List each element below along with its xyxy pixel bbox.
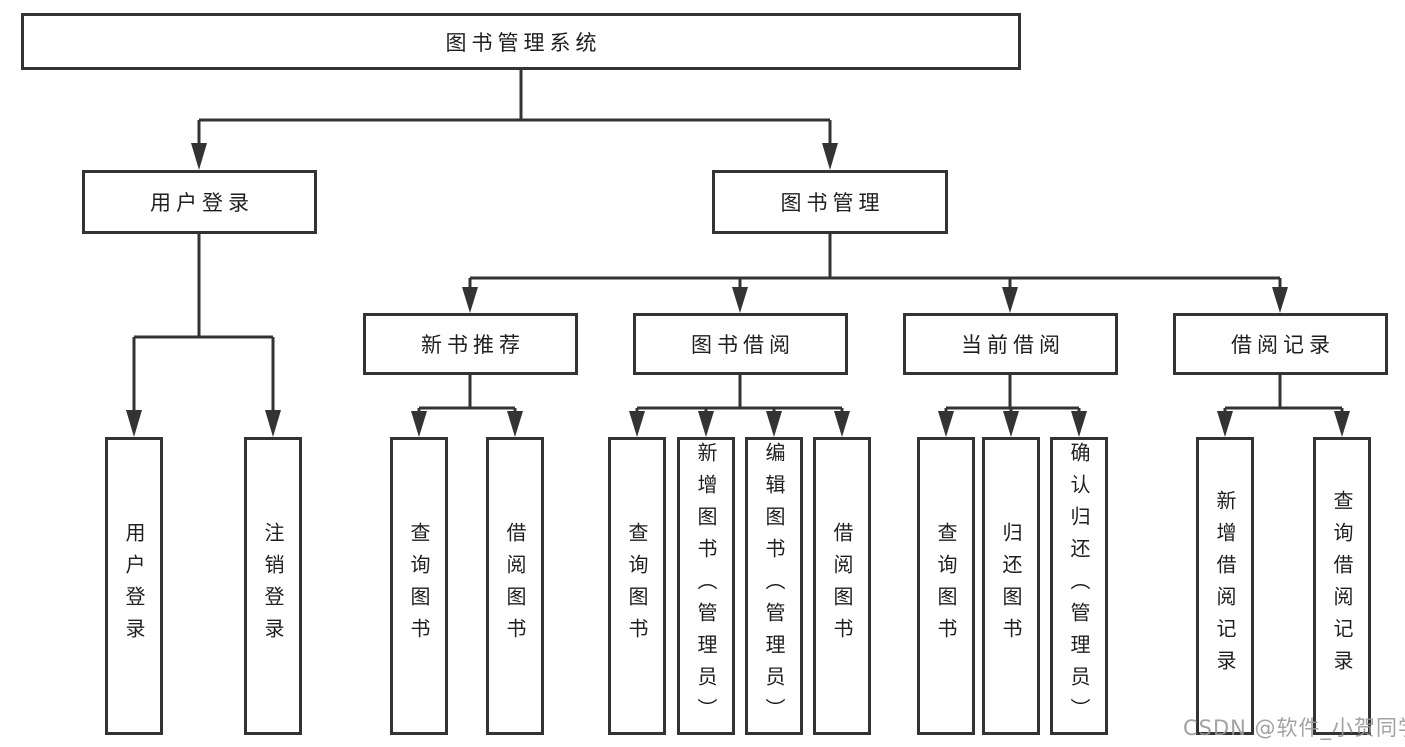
csdn-watermark: CSDN @软件_小贺同学: [1183, 716, 1405, 740]
leaf-logout-login-label: 注销登录: [261, 522, 285, 650]
node-current-borrow-label: 当前借阅: [961, 333, 1065, 357]
leaf-query-books-borrow-label: 查询图书: [625, 522, 649, 650]
leaf-query-books-recommend-label: 查询图书: [407, 522, 431, 650]
leaf-add-books-admin-label: 新增图书（管理员）: [694, 442, 718, 730]
leaf-add-books-admin: 新增图书（管理员）: [677, 437, 735, 735]
node-new-book-recommend: 新书推荐: [363, 313, 578, 375]
node-root: 图书管理系统: [21, 13, 1021, 70]
leaf-query-books-current: 查询图书: [917, 437, 975, 735]
leaf-query-borrow-record-label: 查询借阅记录: [1330, 490, 1354, 682]
leaf-borrow-books-recommend: 借阅图书: [486, 437, 544, 735]
leaf-logout-login: 注销登录: [244, 437, 302, 735]
leaf-user-login-label: 用户登录: [122, 522, 146, 650]
leaf-add-borrow-record-label: 新增借阅记录: [1213, 490, 1237, 682]
node-root-label: 图书管理系统: [445, 30, 602, 55]
leaf-query-books-borrow: 查询图书: [608, 437, 666, 735]
leaf-edit-books-admin-label: 编辑图书（管理员）: [762, 442, 786, 730]
leaf-user-login: 用户登录: [105, 437, 163, 735]
leaf-borrow-books-borrow: 借阅图书: [813, 437, 871, 735]
arrowheads: [126, 143, 1350, 437]
node-new-book-recommend-label: 新书推荐: [421, 333, 525, 357]
node-book-borrow-label: 图书借阅: [691, 333, 795, 357]
node-user-login-label: 用户登录: [150, 191, 254, 215]
leaf-return-books-label: 归还图书: [999, 522, 1023, 650]
leaf-add-borrow-record: 新增借阅记录: [1196, 437, 1254, 735]
leaf-confirm-return-admin-label: 确认归还（管理员）: [1067, 442, 1091, 730]
leaf-query-books-recommend: 查询图书: [390, 437, 448, 735]
node-current-borrow: 当前借阅: [903, 313, 1118, 375]
leaf-borrow-books-recommend-label: 借阅图书: [503, 522, 527, 650]
node-book-management-label: 图书管理: [780, 191, 885, 215]
leaf-query-books-current-label: 查询图书: [934, 522, 958, 650]
node-borrow-records-label: 借阅记录: [1231, 333, 1335, 357]
node-book-management: 图书管理: [712, 170, 948, 234]
leaf-query-borrow-record: 查询借阅记录: [1313, 437, 1371, 735]
node-user-login: 用户登录: [82, 170, 317, 234]
node-borrow-records: 借阅记录: [1173, 313, 1388, 375]
leaf-return-books: 归还图书: [982, 437, 1040, 735]
leaf-borrow-books-borrow-label: 借阅图书: [830, 522, 854, 650]
leaf-confirm-return-admin: 确认归还（管理员）: [1050, 437, 1108, 735]
node-book-borrow: 图书借阅: [633, 313, 848, 375]
leaf-edit-books-admin: 编辑图书（管理员）: [745, 437, 803, 735]
